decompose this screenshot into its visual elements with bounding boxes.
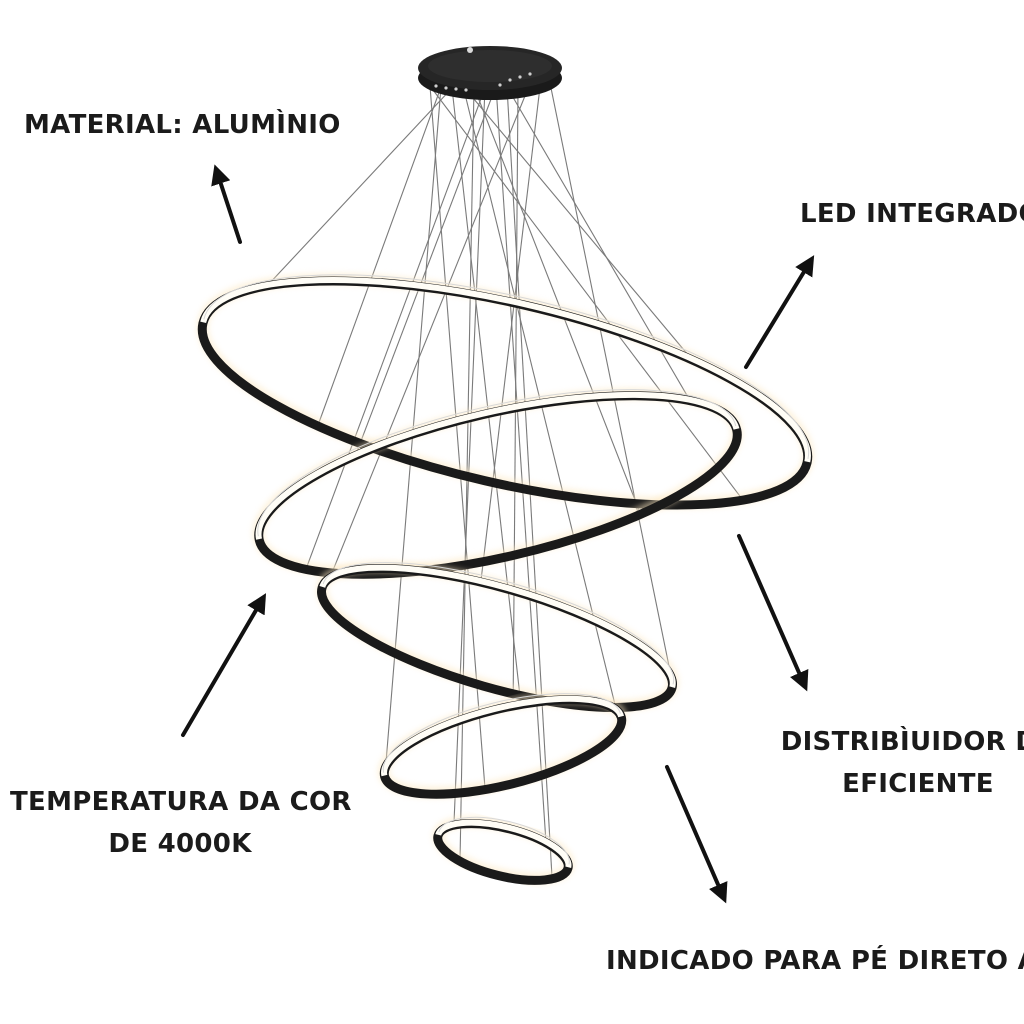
temperature-label-line2: DE 4000K	[108, 829, 252, 859]
led-ring	[432, 815, 575, 885]
suspension-wire	[305, 87, 486, 570]
ring-edge	[322, 562, 675, 685]
led-ring	[252, 387, 743, 579]
ring-led-strip	[319, 564, 676, 689]
led-label: LED INTEGRADO	[800, 199, 1024, 229]
distribution-label-line2: EFICIENTE	[842, 769, 994, 799]
ring-edge	[438, 816, 570, 865]
canopy-screw-icon	[467, 47, 473, 53]
arrow-down-right-lower-icon	[665, 765, 728, 904]
suspension-wire	[480, 86, 541, 583]
suspension-wire	[317, 86, 442, 427]
suspension-wire	[550, 87, 673, 680]
distribution-label: DISTRIBÌUIDOR DE EFICIENTE	[758, 721, 1024, 805]
arrow-up-right-icon	[744, 255, 815, 369]
ring-edge	[203, 274, 810, 459]
distribution-label-line1: DISTRIBÌUIDOR DE	[780, 727, 1024, 757]
led-ring	[316, 560, 680, 712]
annotation-arrows	[181, 164, 815, 904]
suspension-wire	[462, 85, 693, 361]
led-ring	[377, 691, 628, 799]
ring-led-strip	[435, 819, 572, 868]
arrow-up-left-icon	[211, 164, 242, 244]
ceiling-canopy	[418, 46, 562, 100]
suspension-wire	[451, 87, 522, 705]
ring-group	[196, 273, 815, 885]
ring-edge	[382, 693, 621, 773]
suspension-wire	[495, 85, 547, 843]
ring-led-strip	[200, 276, 811, 463]
suspension-wire	[453, 87, 486, 826]
temperature-label-line1: TEMPERATURA DA COR	[10, 787, 352, 817]
suspension-wire	[266, 87, 453, 287]
material-label: MATERIAL: ALUMÌNIO	[24, 110, 341, 140]
ring-led-strip	[381, 695, 625, 777]
suspension-wire	[321, 85, 530, 597]
arrow-up-right-lower-icon	[181, 593, 267, 737]
suspension-wire	[473, 86, 642, 515]
ceiling-height-label: INDICADO PARA PÉ DIRETO A	[606, 946, 1024, 976]
temperature-label: TEMPERATURA DA COR DE 4000K	[10, 781, 352, 865]
arrow-down-right-icon	[737, 534, 809, 692]
ring-led-strip	[255, 391, 740, 540]
suspension-wire	[429, 85, 486, 790]
led-ring	[196, 273, 815, 510]
ring-edge	[257, 389, 737, 537]
